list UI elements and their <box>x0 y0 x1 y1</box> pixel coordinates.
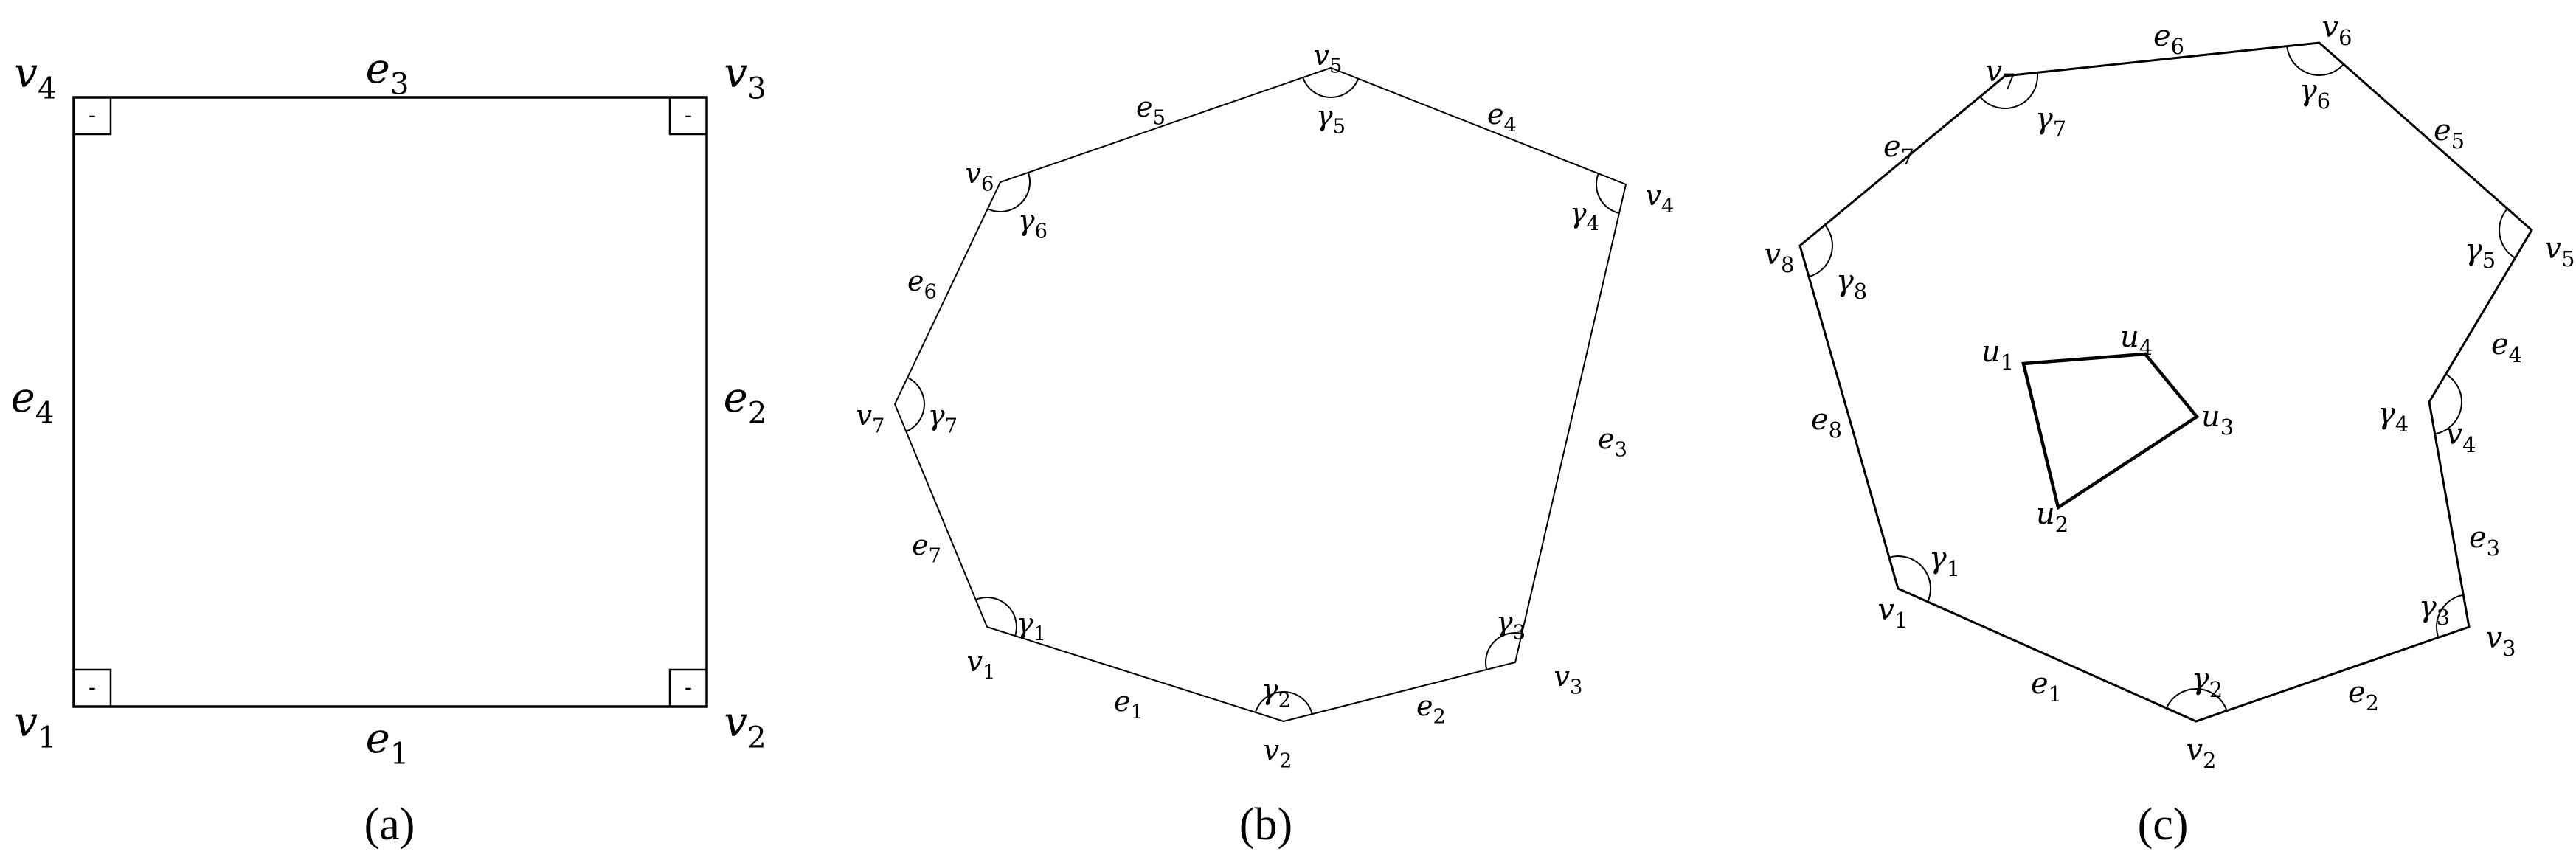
right-angle-symbol: - <box>89 675 96 701</box>
angle-label: γ3 <box>2419 590 2450 630</box>
vertex-label: v6 <box>2322 10 2352 50</box>
panel-c: v1 v2 v3 v4 v5 v6 v7 v8 γ1 γ2 γ3 γ4 γ5 γ6 γ7 γ8 e1 e2 e3 e4… <box>1765 10 2575 850</box>
panel-a: - - - - v1 v2 v3 v4 e1 e2 e3 e4 (a) <box>11 45 767 850</box>
angle-arc <box>1808 224 1833 278</box>
angle-arc <box>2165 688 2228 711</box>
vertex-label: v5 <box>1314 39 1343 78</box>
panel-c-caption: (c) <box>2138 800 2189 850</box>
edge-label: e4 <box>2491 327 2522 367</box>
angle-label: γ7 <box>928 399 958 438</box>
edge-label: e7 <box>1883 130 1914 170</box>
angle-arc <box>2434 373 2462 435</box>
vertex-label: v8 <box>1765 237 1795 277</box>
angle-arc <box>2436 594 2464 638</box>
vertex-label: v3 <box>2486 621 2516 661</box>
panel-b-caption: (b) <box>1239 800 1292 850</box>
vertex-label: v6 <box>966 157 994 196</box>
angle-label: γ8 <box>1836 264 1867 304</box>
angle-arc <box>975 597 1017 637</box>
edge-label: e8 <box>1811 403 1842 443</box>
angle-label: γ5 <box>1316 100 1346 139</box>
angle-arc <box>1596 173 1620 214</box>
vertex-label: v1 <box>14 698 56 755</box>
inner-quadrilateral <box>2021 352 2200 510</box>
vertex-label: v4 <box>1646 179 1675 218</box>
edge-label: e6 <box>2153 19 2184 59</box>
edge-label: e1 <box>2031 667 2062 707</box>
edge-label: e7 <box>912 529 941 568</box>
edge-label: e3 <box>2469 521 2500 561</box>
edge-label: e2 <box>724 374 767 431</box>
right-angle-marker: - <box>668 668 708 708</box>
edge-label: e2 <box>2348 676 2379 715</box>
right-angle-marker: - <box>72 96 112 136</box>
vertex-label: v2 <box>1264 734 1292 773</box>
angle-arc <box>905 376 925 432</box>
edge-label: e1 <box>366 715 409 771</box>
vertex-label: v3 <box>724 49 766 106</box>
edge-label: e2 <box>1416 690 1446 729</box>
heptagon-polygon <box>893 66 1627 723</box>
vertex-label: v1 <box>1878 593 1908 633</box>
right-angle-marker: - <box>72 668 112 708</box>
vertex-label: v2 <box>724 698 766 755</box>
angle-label: γ6 <box>2299 74 2330 114</box>
right-angle-symbol: - <box>685 675 692 701</box>
vertex-label: v4 <box>14 49 56 106</box>
edge-label: e3 <box>366 45 409 102</box>
edge-label: e3 <box>1598 423 1627 462</box>
angle-label: γ1 <box>1017 607 1046 646</box>
angle-label: γ7 <box>2035 102 2066 142</box>
angle-arc <box>2499 208 2516 259</box>
edge-label: e5 <box>2434 114 2465 153</box>
panel-a-caption: (a) <box>364 800 415 850</box>
edge-label: e4 <box>11 374 55 431</box>
right-angle-marker: - <box>668 96 708 136</box>
edge-label: e4 <box>1487 98 1517 137</box>
angle-label: γ5 <box>2465 233 2496 273</box>
right-angle-square <box>668 96 708 136</box>
edge-label: e6 <box>907 265 937 304</box>
vertex-label: v3 <box>1554 660 1583 699</box>
angle-arc <box>1485 632 1523 670</box>
angle-arc <box>2286 46 2344 77</box>
panel-b: v1 v2 v3 v4 v5 v6 v7 γ1 γ2 γ3 γ4 γ5 γ6 γ7 e1 e2 e3 e4 e5 e6… <box>856 39 1675 850</box>
angle-label: γ2 <box>1261 673 1291 712</box>
right-angle-symbol: - <box>685 103 692 128</box>
vertex-label: v2 <box>2187 733 2217 773</box>
angle-label: γ2 <box>2192 662 2223 702</box>
angle-arc <box>1888 555 1931 603</box>
right-angle-square <box>72 96 112 136</box>
vertex-label: v1 <box>967 645 996 684</box>
right-angle-symbol: - <box>89 103 96 128</box>
inner-vertex-label: u2 <box>2036 497 2068 537</box>
vertex-label: v5 <box>2545 232 2575 271</box>
vertex-label: v7 <box>1986 55 2016 94</box>
right-angle-square <box>668 668 708 708</box>
angle-label: γ4 <box>1570 197 1599 236</box>
edge-label: e1 <box>1114 685 1143 724</box>
rectangle-polygon <box>72 96 708 708</box>
inner-vertex-label: u1 <box>1981 335 2014 375</box>
octagon-polygon <box>1798 41 2533 723</box>
angle-arc <box>1254 691 1313 715</box>
right-angle-square <box>72 668 112 708</box>
edge-label: e5 <box>1136 91 1166 130</box>
vertex-label: v7 <box>856 399 885 438</box>
angle-label: γ4 <box>2378 397 2409 437</box>
angle-label: γ3 <box>1496 606 1526 645</box>
inner-vertex-label: u4 <box>2120 320 2153 360</box>
angle-label: γ1 <box>1929 541 1960 581</box>
angle-arc <box>1302 77 1360 98</box>
inner-vertex-label: u3 <box>2201 400 2234 440</box>
angle-arc <box>1979 72 2038 109</box>
vertex-label: v4 <box>2446 417 2476 457</box>
angle-arc <box>987 172 1031 212</box>
angle-label: γ6 <box>1018 204 1048 243</box>
